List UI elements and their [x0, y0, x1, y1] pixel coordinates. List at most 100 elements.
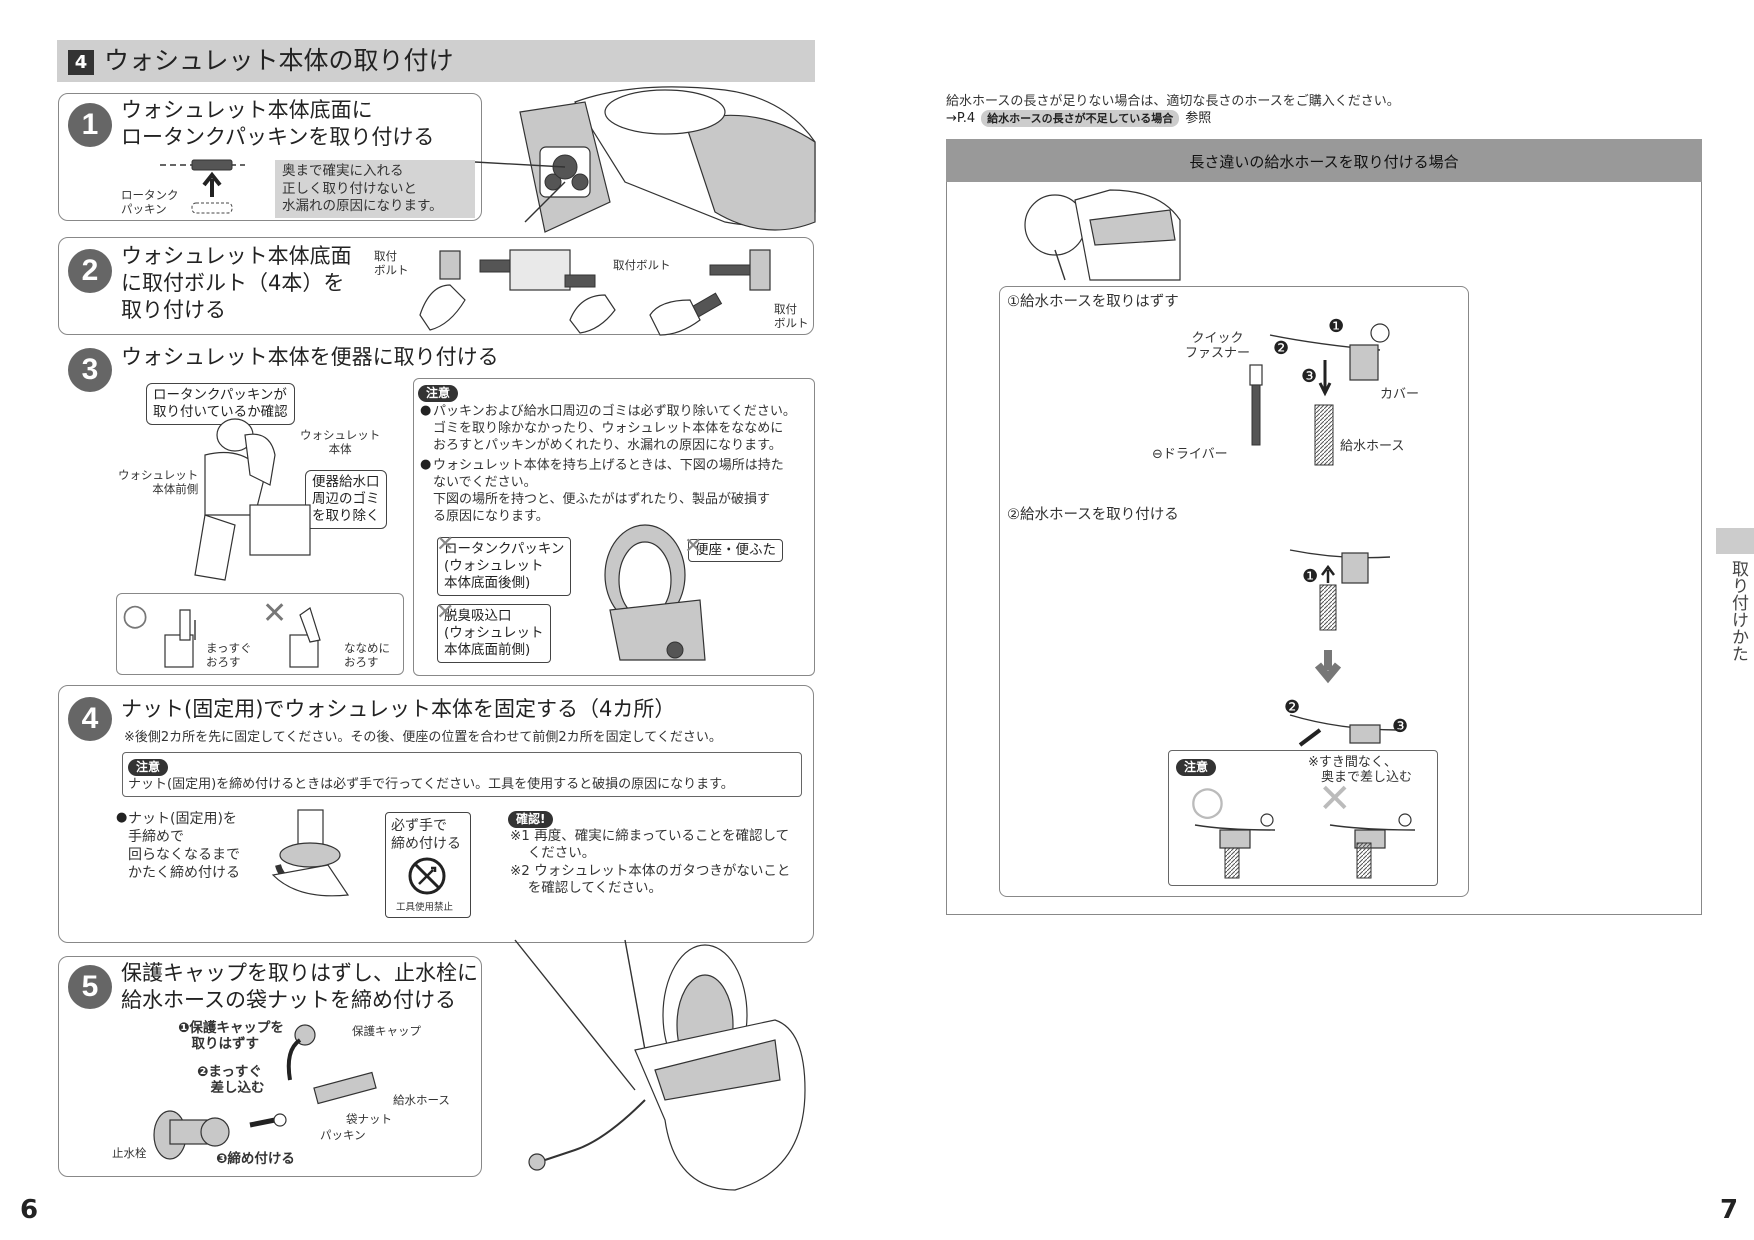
- sub2-ng-mark: ✕: [1318, 776, 1352, 822]
- sub2-caution-box: [1168, 750, 1438, 886]
- step1-note-box: [275, 160, 475, 218]
- step3-ok-mark: ○: [122, 598, 149, 633]
- step5-number: 5: [68, 965, 112, 1009]
- step3-ok-ng-illustration: [164, 607, 321, 668]
- side-tab-bar: [1716, 528, 1754, 554]
- step4-confirm-badge: 確認!: [508, 808, 554, 828]
- step4-hand-note: 必ず手で 締め付ける: [391, 818, 461, 852]
- step5-s2: ❷まっすぐ 差し込む: [197, 1064, 265, 1096]
- hose-label: 給水ホース: [1340, 439, 1405, 454]
- right-page-number: 7: [1720, 1195, 1739, 1225]
- step4-hand-note-box: [385, 812, 471, 918]
- step3-caution-1: パッキンおよび給水口周辺のゴミは必ず取り除いてください。 ゴミを取り除かなかった…: [433, 404, 796, 453]
- step4-bullet: ナット(固定用)を 手締めで 回らなくなるまで かたく締め付ける: [128, 811, 240, 881]
- sub2-illustration: [1289, 549, 1401, 747]
- step1-title: ウォシュレット本体底面に ロータンクパッキンを取り付ける: [121, 98, 435, 149]
- step5-hose-label: 給水ホース: [393, 1093, 450, 1107]
- step4-number: 4: [68, 697, 112, 741]
- cover-label: カバー: [1380, 387, 1420, 402]
- step3-washlet-illustration: [604, 524, 706, 661]
- step2-title: ウォシュレット本体底面 に取付ボルト（4本）を 取り付ける: [121, 244, 352, 322]
- side-tab-label: 取り付けかた: [1728, 560, 1748, 662]
- step3-caution-bullet-2: ●: [420, 457, 432, 472]
- step2-bolt-illustration: [419, 249, 771, 336]
- step3-ng-mark: ✕: [262, 596, 288, 631]
- step2-number: 2: [68, 249, 112, 293]
- hose-box-title: 長さ違いの給水ホースを取り付ける場合: [1189, 153, 1459, 171]
- step2-bolt-label-1: 取付 ボルト: [374, 249, 409, 277]
- step5-valve-label: 止水栓: [112, 1146, 147, 1160]
- section-title: ウォシュレット本体の取り付け: [104, 46, 454, 75]
- step4-caution-badge: 注意: [128, 756, 169, 776]
- sub1-n3: ❸: [1301, 366, 1318, 387]
- step5-title: 保護キャップを取りはずし、止水栓に 給水ホースの袋ナットを締め付ける: [121, 961, 478, 1012]
- sub1-title: ①給水ホースを取りはずす: [1007, 294, 1179, 310]
- step5-s1: ❶保護キャップを 取りはずす: [178, 1020, 284, 1052]
- step3-caution-bullet-1: ●: [420, 403, 432, 418]
- step5-toilet-illustration: [514, 939, 806, 1191]
- left-page-number: 6: [20, 1195, 39, 1225]
- step3-ng-label-2: 脱臭吸込口 (ウォシュレット 本体底面前側): [437, 604, 551, 663]
- step3-ng-mark-2: ✕: [436, 600, 455, 625]
- step4-confirm-2: ※2 ウォシュレット本体のガタつきがないこと を確認してください。: [510, 863, 791, 896]
- step3-ng-label-1: ロータンクパッキン (ウォシュレット 本体底面後側): [437, 537, 572, 596]
- sub2-n3: ❸: [1392, 716, 1409, 737]
- step1-note: 奥まで確実に入れる 正しく取り付けないと 水漏れの原因になります。: [282, 163, 443, 214]
- step5-box: [58, 956, 482, 1177]
- step5-packing-label: パッキン: [320, 1128, 366, 1142]
- step1-packing-label: ロータンク パッキン: [121, 188, 179, 216]
- step3-ok-ng-box: [116, 593, 404, 675]
- step1-number: 1: [68, 103, 112, 147]
- step3-straight-label: まっすぐ おろす: [206, 641, 252, 669]
- step5-s3: ❸締め付ける: [216, 1151, 295, 1167]
- step3-dust-callout: 便器給水口 周辺のゴミ を取り除く: [305, 470, 387, 529]
- step4-box: [58, 685, 814, 943]
- step4-hand-illustration: [271, 809, 350, 897]
- step3-caution-badge: 注意: [418, 382, 459, 402]
- sub2-n1: ❶: [1302, 566, 1319, 587]
- section-header-bar: [57, 40, 815, 82]
- step4-confirm-1: ※1 再度、確実に締まっていることを確認して ください。: [510, 828, 790, 861]
- step3-ng-mark-1: ✕: [436, 532, 455, 557]
- hose-inner-box: [999, 286, 1469, 897]
- step3-diagonal-label: ななめに おろす: [344, 641, 390, 669]
- toilet-overview-illustration: [1024, 189, 1181, 281]
- step4-bullet-dot: ●: [116, 810, 128, 825]
- step3-caution-2: ウォシュレット本体を持ち上げるときは、下図の場所は持た ないでください。 下図の…: [433, 458, 784, 524]
- step3-washlet-front-label: ウォシュレット 本体前側: [118, 468, 199, 496]
- step4-caution-box: [122, 752, 802, 797]
- sub1-n1: ❶: [1328, 316, 1345, 337]
- step3-ng-label-3: 便座・便ふた: [688, 539, 783, 562]
- intro-ref-suffix: 参照: [1185, 111, 1212, 126]
- sub1-illustration: [1249, 323, 1390, 466]
- intro-text: 給水ホースの長さが足りない場合は、適切な長さのホースをご購入ください。: [946, 94, 1400, 109]
- step4-sub: ※後側2カ所を先に固定してください。その後、便座の位置を合わせて前側2カ所を固定…: [124, 730, 722, 745]
- step3-packing-check-callout: ロータンクパッキンが 取り付いているか確認: [146, 383, 295, 425]
- no-tool-icon: [408, 857, 446, 895]
- sub2-caution-illustration: [1194, 813, 1416, 879]
- step2-bolt-label-2: 取付ボルト: [613, 258, 671, 272]
- step4-title: ナット(固定用)でウォシュレット本体を固定する（4カ所）: [121, 697, 676, 721]
- step5-cap-label: 保護キャップ: [352, 1024, 421, 1038]
- driver-label: ⊖ドライバー: [1152, 447, 1228, 462]
- quick-fastener-label: クイック ファスナー: [1185, 331, 1251, 361]
- step4-tool-prohibited: 工具使用禁止: [396, 902, 454, 913]
- step4-caution-text: ナット(固定用)を締め付けるときは必ず手で行ってください。工具を使用すると破損の…: [128, 777, 734, 792]
- hose-box-header: [946, 139, 1702, 182]
- step3-person-illustration: [194, 418, 311, 581]
- step3-number: 3: [68, 348, 112, 392]
- step5-nut-label: 袋ナット: [346, 1112, 392, 1126]
- step5-valve-illustration: [153, 1024, 377, 1160]
- sub1-n2: ❷: [1273, 338, 1290, 359]
- section-number-badge: 4: [68, 50, 94, 75]
- step3-ng-mark-3: ✕: [684, 534, 703, 559]
- step3-title: ウォシュレット本体を便器に取り付ける: [121, 345, 499, 369]
- step3-washlet-label: ウォシュレット 本体: [300, 428, 381, 456]
- sub2-caution-note: ※すき間なく、 奥まで差し込む: [1308, 755, 1413, 785]
- washlet-bottom-illustration: [474, 86, 816, 233]
- step1-packing-illustration: [160, 159, 245, 214]
- step2-bolt-label-3: 取付 ボルト: [774, 302, 809, 330]
- intro-ref-badge: 給水ホースの長さが不足している場合: [981, 110, 1180, 127]
- sub2-caution-badge: 注意: [1176, 756, 1217, 776]
- intro-ref: →P.4: [946, 111, 976, 126]
